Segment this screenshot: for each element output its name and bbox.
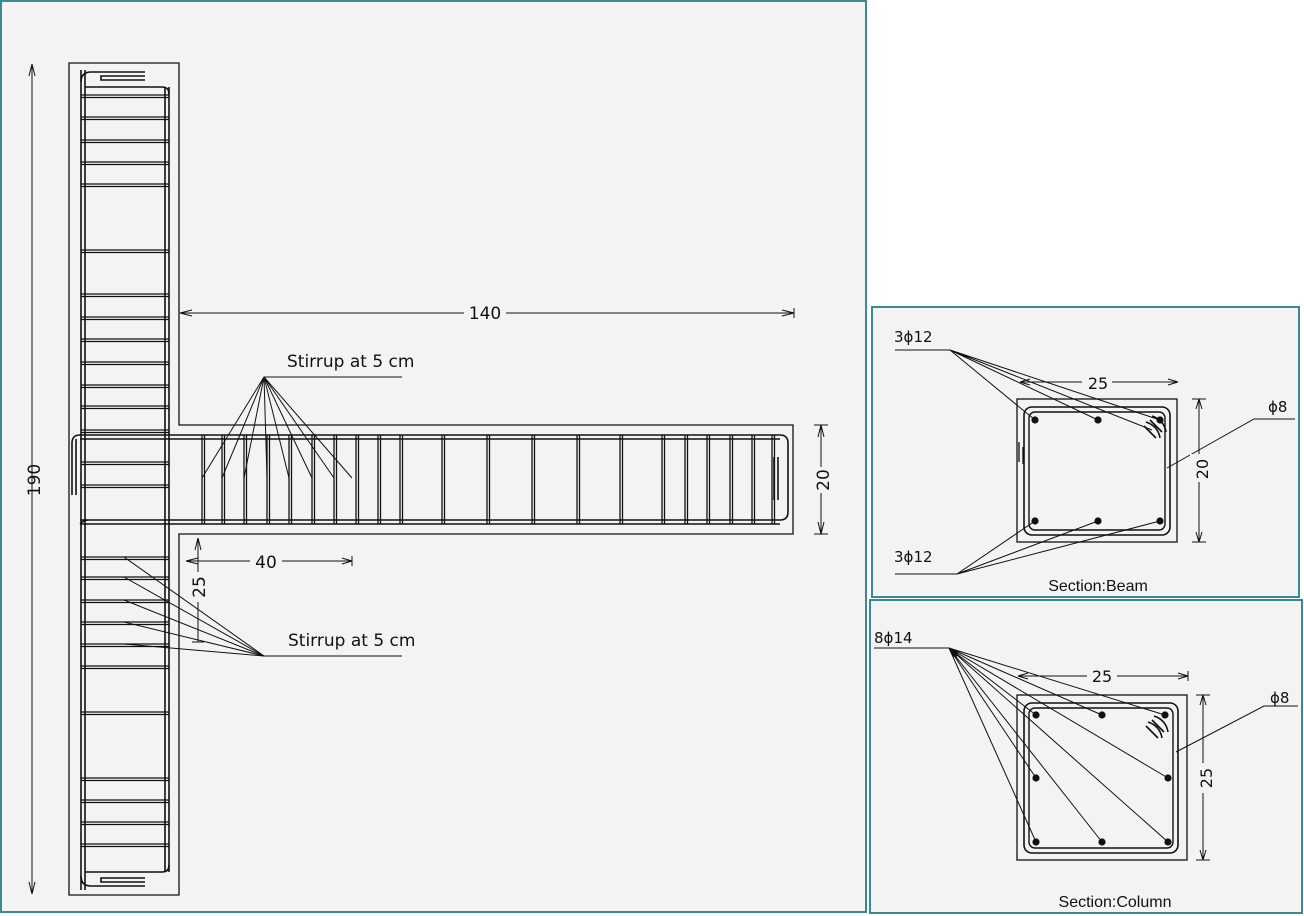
column-height-dimension-text: 25 xyxy=(1197,768,1216,788)
stirrup-leader xyxy=(123,643,265,657)
dimension-spacing-40: 40 xyxy=(185,550,353,573)
column-section-drawing: 25 25 8ϕ14 ϕ8 Section:Column xyxy=(874,629,1298,911)
beam-stirrups xyxy=(201,435,776,524)
column-stirrups xyxy=(81,94,169,848)
dimension-spacing-25: 25 xyxy=(188,537,210,643)
stirrup-leader xyxy=(263,376,335,479)
stirrup-leader xyxy=(201,376,265,479)
beam-height-dimension-text: 20 xyxy=(1193,459,1212,479)
beam-depth-dimension-text: 20 xyxy=(814,469,834,491)
column-stirrup-label: ϕ8 xyxy=(1270,689,1289,707)
column-section-title: Section:Column xyxy=(1059,894,1172,911)
stirrup-leader xyxy=(221,376,265,479)
beam-length-dimension-text: 140 xyxy=(469,304,501,324)
stirrup-leader xyxy=(263,376,290,479)
beam-top-bars-label: 3ϕ12 xyxy=(894,328,933,346)
stirrup-label-column: Stirrup at 5 cm xyxy=(288,631,415,651)
beam-width-dimension-text: 25 xyxy=(1088,374,1108,393)
spacing-40-dimension-text: 40 xyxy=(255,553,277,573)
column-section-panel: 25 25 8ϕ14 ϕ8 Section:Column xyxy=(869,599,1303,914)
stirrup-leader xyxy=(263,376,268,479)
beam-bottom-bars-label: 3ϕ12 xyxy=(894,548,933,566)
stirrup-leader xyxy=(263,376,313,479)
beam-section-title: Section:Beam xyxy=(1048,578,1148,595)
dimension-height: 190 xyxy=(25,63,45,895)
stirrup-leader xyxy=(123,599,265,657)
beam-section-dimensions xyxy=(1019,372,1210,543)
beam-section-bars xyxy=(1031,416,1164,525)
beam-section-drawing: 25 20 3ϕ12 3ϕ12 ϕ8 Section:Beam xyxy=(894,328,1295,595)
stirrup-leader xyxy=(243,376,265,479)
column-width-dimension-text: 25 xyxy=(1092,667,1112,686)
stirrup-leader xyxy=(263,376,353,479)
elevation-panel: 190 140 20 40 25 Stirrup at 5 cm Stirrup… xyxy=(0,0,867,913)
column-section-leaders xyxy=(874,647,1298,843)
elevation-drawing: 190 140 20 40 25 Stirrup at 5 cm Stirrup… xyxy=(25,62,834,896)
stirrup-leader xyxy=(123,621,265,657)
stirrup-leader xyxy=(123,576,265,657)
leader-lines xyxy=(123,376,353,657)
stirrup-leader xyxy=(123,556,265,657)
beam-section-leaders xyxy=(895,349,1295,575)
height-dimension-text: 190 xyxy=(25,464,45,496)
beam-stirrup-label: ϕ8 xyxy=(1268,398,1287,416)
stirrup-label-beam: Stirrup at 5 cm xyxy=(287,352,414,372)
dimension-beam-length: 140 xyxy=(179,302,795,324)
beam-section-panel: 25 20 3ϕ12 3ϕ12 ϕ8 Section:Beam xyxy=(871,306,1300,598)
column-section-dimensions xyxy=(1017,666,1214,861)
spacing-25-dimension-text: 25 xyxy=(190,576,210,598)
dimension-beam-depth: 20 xyxy=(812,424,834,535)
column-bars-label: 8ϕ14 xyxy=(874,629,913,647)
column-section-outline xyxy=(1016,694,1188,861)
